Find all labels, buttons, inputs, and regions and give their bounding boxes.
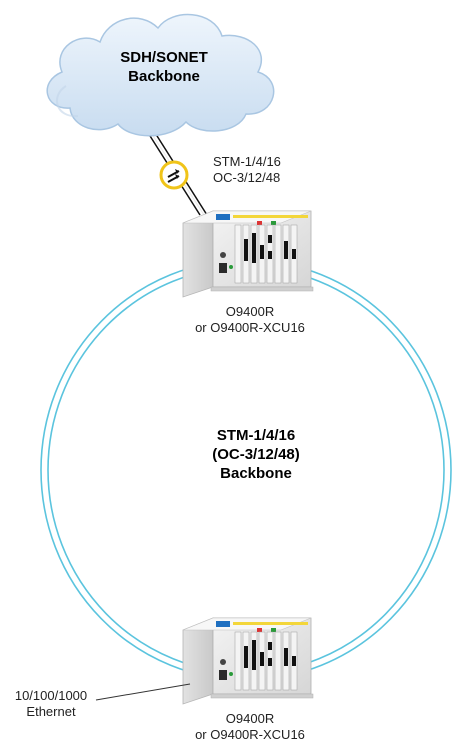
top-node-line1: O9400R <box>225 304 275 319</box>
ethernet-line1: 10/100/1000 <box>14 688 88 703</box>
optical-connector-icon <box>159 160 189 190</box>
cloud-line2: Backbone <box>128 68 200 85</box>
uplink-label: STM-1/4/16 OC-3/12/48 <box>213 154 281 186</box>
bottom-node-label: O9400R or O9400R-XCU16 <box>186 711 314 743</box>
ethernet-pointer-line <box>95 683 191 701</box>
cloud-line1: SDH/SONET <box>120 49 208 66</box>
ethernet-label: 10/100/1000 Ethernet <box>8 688 94 720</box>
ring-line3: Backbone <box>220 465 292 482</box>
uplink-line2: OC-3/12/48 <box>213 170 281 185</box>
uplink-line1: STM-1/4/16 <box>213 154 281 169</box>
ethernet-line2: Ethernet <box>26 704 76 719</box>
bottom-node-line1: O9400R <box>225 711 275 726</box>
bottom-node-line2: or O9400R-XCU16 <box>195 727 305 742</box>
top-node-line2: or O9400R-XCU16 <box>195 320 305 335</box>
bottom-chassis-icon <box>182 617 314 705</box>
ring-line1: STM-1/4/16 <box>216 427 296 444</box>
ring-line2: (OC-3/12/48) <box>212 446 300 463</box>
top-node-label: O9400R or O9400R-XCU16 <box>186 304 314 336</box>
cloud-title: SDH/SONET Backbone <box>98 48 230 86</box>
top-chassis-icon <box>182 210 314 298</box>
cloud-icon <box>46 13 275 137</box>
ring-label: STM-1/4/16 (OC-3/12/48) Backbone <box>186 426 326 483</box>
